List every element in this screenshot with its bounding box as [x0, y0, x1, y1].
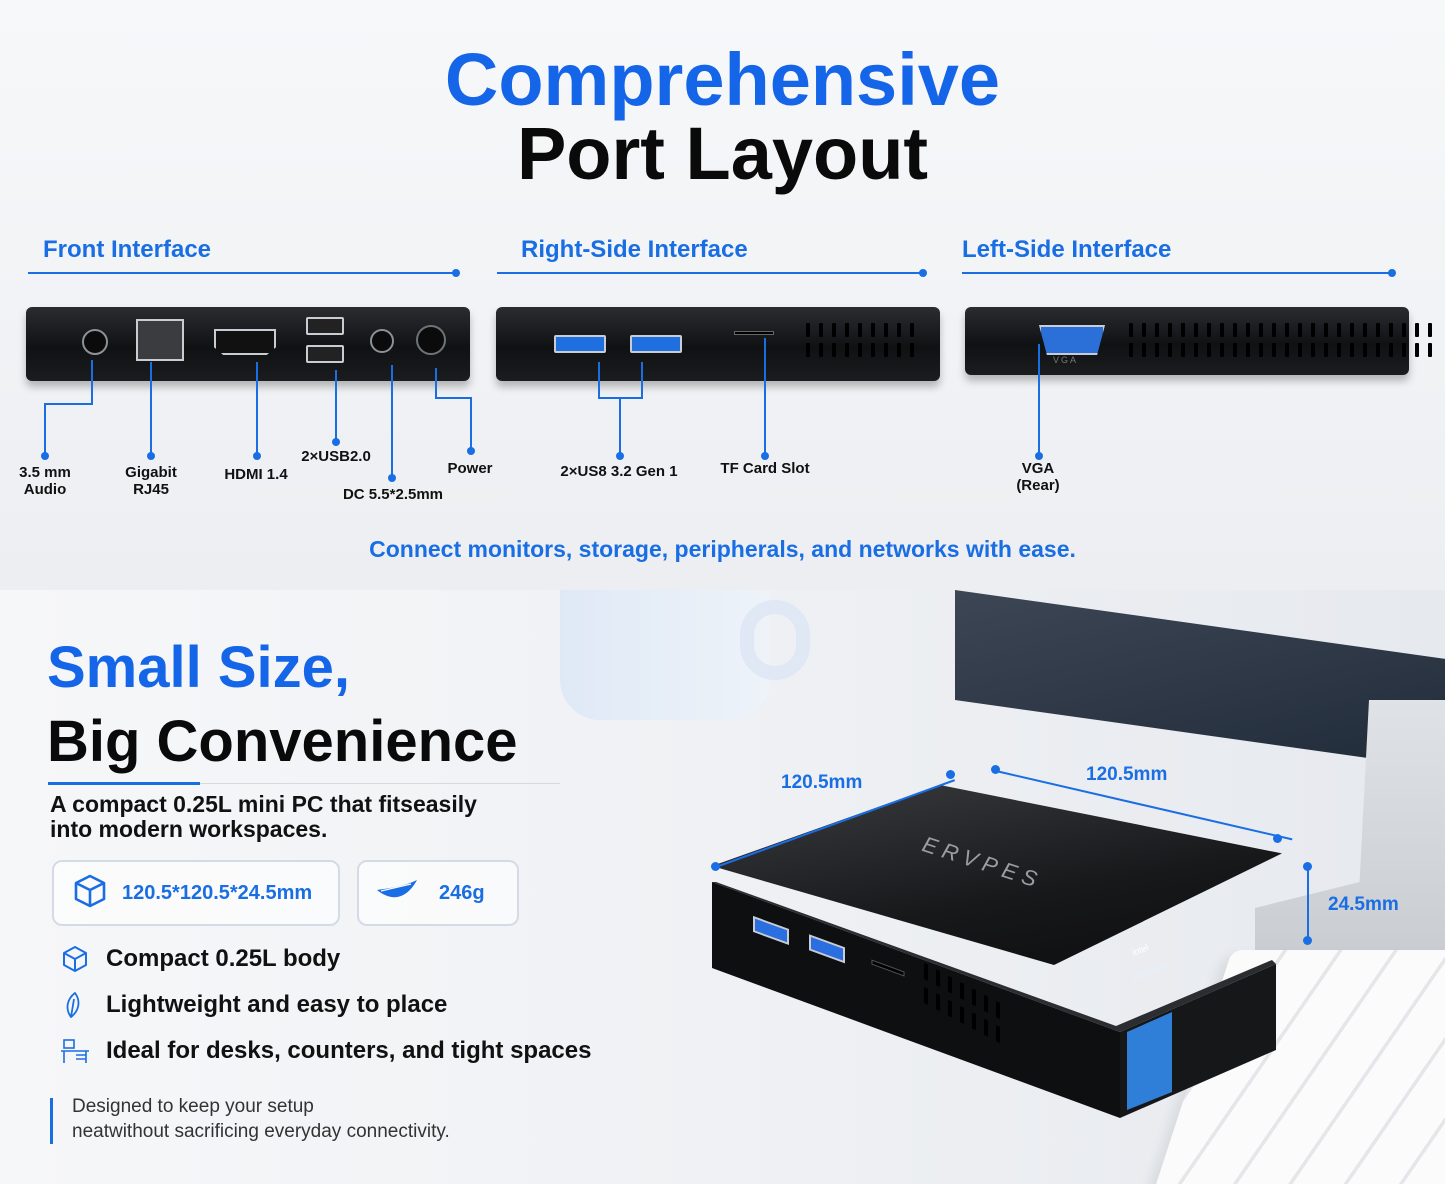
spec-weight-value: 246g — [439, 881, 485, 904]
background-mug — [560, 590, 770, 720]
headline-small-size: Small Size, — [47, 635, 351, 700]
label-usb2: 2×USB2.0 — [301, 448, 371, 465]
desk-icon — [60, 1036, 90, 1066]
vent-grille — [806, 323, 914, 337]
tagline: Connect monitors, storage, peripherals, … — [369, 536, 1076, 562]
vent-grille — [1129, 323, 1432, 337]
usb2-port-top-icon — [306, 317, 344, 335]
label-hdmi: HDMI 1.4 — [224, 466, 288, 483]
vga-port-icon — [1039, 325, 1105, 355]
rj45-port-icon — [136, 319, 184, 361]
headline-gray-rule — [200, 783, 560, 784]
dim-line-height — [1307, 866, 1309, 942]
left-side-interface-rule — [962, 269, 1396, 277]
headline-port-layout: Port Layout — [516, 112, 929, 195]
small-size-section: Small Size, Big Convenience A compact 0.… — [0, 590, 1445, 1184]
left-side-device-view: VGA — [965, 307, 1432, 375]
note-text: Designed to keep your setup neatwithout … — [72, 1096, 450, 1142]
leaf-icon — [60, 990, 90, 1020]
feature-ideal-spaces-text: Ideal for desks, counters, and tight spa… — [106, 1037, 592, 1064]
spec-size-value: 120.5*120.5*24.5mm — [122, 881, 313, 904]
left-side-interface-title: Left-Side Interface — [962, 236, 1172, 263]
headline-comprehensive: Comprehensive — [444, 38, 1001, 121]
feature-lightweight: Lightweight and easy to place — [60, 990, 447, 1020]
usb3-port-1-icon — [554, 335, 606, 353]
tf-slot-icon — [734, 331, 774, 335]
right-side-device-view — [496, 307, 940, 381]
audio-jack-icon — [82, 329, 108, 355]
label-dc: DC 5.5*2.5mm — [342, 486, 444, 503]
front-interface-title: Front Interface — [43, 236, 212, 263]
hdmi-port-icon — [214, 329, 276, 355]
vga-port-text: VGA — [1053, 355, 1079, 365]
background-mug-handle — [740, 600, 810, 680]
front-device-view — [26, 307, 470, 381]
feature-compact-text: Compact 0.25L body — [106, 945, 341, 972]
cube-icon — [72, 873, 108, 914]
feather-icon — [375, 876, 419, 911]
label-power: Power — [447, 460, 493, 477]
front-interface-rule — [28, 269, 460, 277]
feature-ideal-spaces: Ideal for desks, counters, and tight spa… — [60, 1036, 591, 1066]
label-rj45: Gigabit RJ45 — [125, 464, 177, 498]
spec-card-weight: 246g — [357, 860, 519, 926]
port-layout-section: Comprehensive Port Layout Front Interfac… — [0, 0, 1445, 590]
intro-text: A compact 0.25L mini PC that fitseasily … — [50, 791, 477, 842]
label-tf-card: TF Card Slot — [720, 460, 810, 477]
label-audio: 3.5 mm Audio — [19, 464, 71, 498]
dim-label-height: 24.5mm — [1328, 894, 1399, 915]
note-accent-bar — [50, 1098, 53, 1144]
label-vga: VGA (Rear) — [1016, 460, 1060, 494]
usb3-port-2-icon — [630, 335, 682, 353]
headline-big-convenience: Big Convenience — [47, 709, 518, 774]
headline-accent-rule — [48, 782, 200, 785]
cube-outline-icon — [60, 944, 90, 974]
dc-jack-icon — [370, 329, 394, 353]
mini-pc-body — [712, 882, 1276, 1118]
spec-card-size: 120.5*120.5*24.5mm — [52, 860, 340, 926]
right-side-interface-title: Right-Side Interface — [521, 236, 748, 263]
usb2-port-bottom-icon — [306, 345, 344, 363]
label-usb3: 2×US8 3.2 Gen 1 — [560, 463, 678, 480]
feature-compact: Compact 0.25L body — [60, 944, 340, 974]
right-side-interface-rule — [497, 269, 927, 277]
feature-lightweight-text: Lightweight and easy to place — [106, 991, 448, 1018]
power-button-icon — [416, 325, 446, 355]
dim-label-right: 120.5mm — [1086, 764, 1168, 785]
dim-label-left: 120.5mm — [781, 772, 863, 793]
